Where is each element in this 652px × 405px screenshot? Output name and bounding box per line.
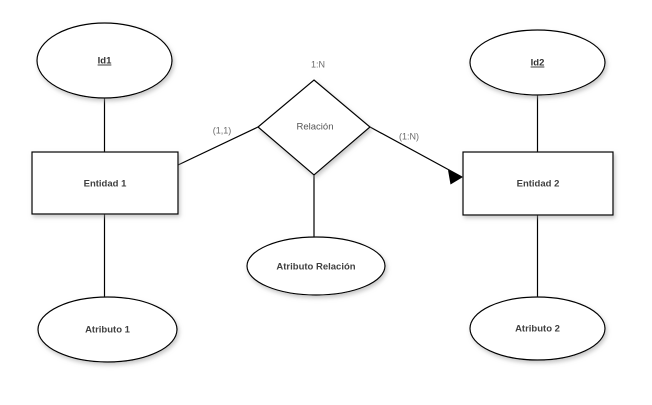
relacion-diamond (257, 79, 371, 176)
id2-label: Id2 (531, 58, 545, 69)
entidad2-rect (462, 151, 614, 216)
atributo-relacion-ellipse (246, 236, 386, 296)
cardinality-right-label: (1:N) (399, 131, 419, 141)
atributo2-label: Atributo 2 (515, 324, 560, 335)
entidad2-label: Entidad 2 (517, 179, 560, 190)
entidad1-label: Entidad 1 (84, 179, 127, 190)
attribute-node-atributo1[interactable]: Atributo 1 (37, 296, 178, 363)
relacion-label: Relación (297, 122, 334, 133)
connector-relacion-entidad2 (369, 126, 463, 178)
relationship-node-relacion[interactable]: Relación (257, 79, 371, 176)
connector-entidad1-relacion (177, 126, 259, 166)
cardinality-top-label: 1:N (311, 59, 325, 69)
atributo2-ellipse (469, 296, 606, 361)
id2-ellipse (469, 29, 606, 96)
cardinality-left-label: (1,1) (213, 125, 232, 135)
entity-node-entidad1[interactable]: Entidad 1 (31, 151, 179, 215)
attribute-node-atributo2[interactable]: Atributo 2 (469, 296, 606, 361)
id1-label: Id1 (98, 56, 112, 67)
attribute-node-atributo-relacion[interactable]: Atributo Relación (246, 236, 386, 296)
id1-ellipse (36, 22, 173, 99)
arrowhead-icon (448, 170, 463, 185)
atributo1-ellipse (37, 296, 178, 363)
attribute-node-id2[interactable]: Id2 (469, 29, 606, 96)
atributo-relacion-label: Atributo Relación (276, 262, 355, 273)
entidad1-rect (31, 151, 179, 215)
attribute-node-id1[interactable]: Id1 (36, 22, 173, 99)
atributo1-label: Atributo 1 (85, 325, 131, 336)
entity-node-entidad2[interactable]: Entidad 2 (462, 151, 614, 216)
